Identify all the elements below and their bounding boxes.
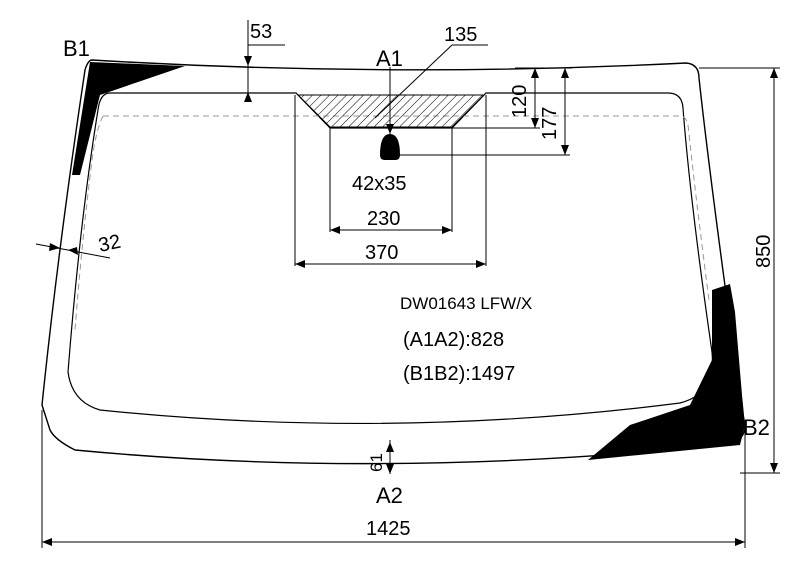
info-a1a2: (A1A2):828	[403, 329, 504, 351]
dim-177: 177	[539, 107, 561, 140]
label-a2: A2	[376, 483, 403, 508]
paint-band-top-left	[72, 62, 185, 175]
info-code: DW01643 LFW/X	[400, 294, 532, 313]
glass-outer-edge	[41, 59, 746, 465]
dim-230: 230	[367, 208, 400, 230]
glass-inner-edge	[67, 92, 713, 425]
label-a1: A1	[376, 46, 403, 71]
dim-1425: 1425	[366, 518, 411, 540]
dim-370: 370	[365, 242, 398, 264]
dim-32: 32	[96, 231, 122, 257]
sensor-area-hatch	[296, 94, 486, 128]
dashed-offset-line	[103, 115, 710, 301]
dim-53: 53	[250, 21, 272, 43]
dim-120: 120	[509, 85, 531, 118]
info-b1b2: (B1B2):1497	[403, 363, 515, 385]
sensor-size: 42x35	[352, 173, 407, 195]
paint-band-bottom-right	[588, 284, 745, 460]
dim-135: 135	[444, 24, 477, 46]
dashed-offset-line-left	[74, 115, 104, 331]
label-b1: B1	[63, 36, 90, 61]
label-b2: B2	[743, 415, 770, 440]
mirror-mount	[380, 134, 400, 160]
dim-850: 850	[753, 235, 775, 268]
dim-61: 61	[367, 453, 386, 472]
